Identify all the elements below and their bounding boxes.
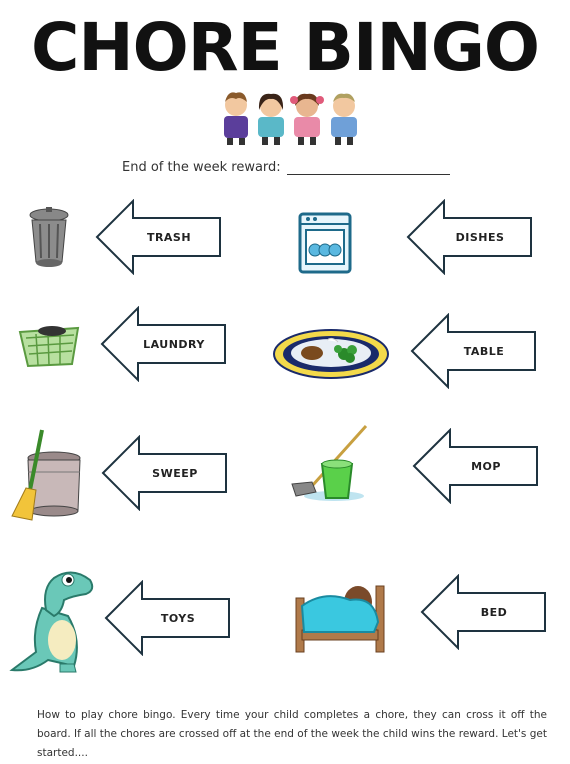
chore-arrow-dishes[interactable]: DISHES (406, 199, 534, 275)
chore-label-bed: BED (480, 605, 508, 619)
chore-label-laundry: LAUNDRY (143, 337, 205, 351)
toy-dinosaur-icon (2, 560, 98, 674)
chore-arrow-toys[interactable]: TOYS (104, 580, 232, 656)
chore-arrow-trash[interactable]: TRASH (95, 199, 223, 275)
chore-label-mop: MOP (471, 459, 501, 473)
reward-line: End of the week reward: (122, 160, 450, 175)
bed-icon (294, 576, 386, 654)
kids-illustration (218, 90, 364, 146)
chore-arrow-sweep[interactable]: SWEEP (101, 435, 229, 511)
trash-can-icon (26, 206, 72, 268)
mop-bucket-icon (290, 424, 370, 504)
instructions-text: How to play chore bingo. Every time your… (37, 709, 547, 759)
chore-arrow-mop[interactable]: MOP (412, 428, 540, 504)
chore-arrow-bed[interactable]: BED (420, 574, 548, 650)
dinner-plate-icon (272, 328, 390, 380)
chore-label-toys: TOYS (160, 611, 196, 625)
page-title: CHORE BINGO (30, 9, 540, 86)
reward-label: End of the week reward: (122, 160, 281, 175)
chore-label-sweep: SWEEP (152, 466, 198, 480)
chore-arrow-laundry[interactable]: LAUNDRY (100, 306, 228, 382)
broom-icon (8, 428, 84, 522)
chore-arrow-table[interactable]: TABLE (410, 313, 538, 389)
chore-label-table: TABLE (463, 344, 505, 358)
chore-label-dishes: DISHES (455, 230, 505, 244)
chore-label-trash: TRASH (146, 230, 192, 244)
dishwasher-icon (298, 212, 352, 274)
laundry-basket-icon (16, 320, 82, 368)
reward-blank-line (286, 162, 450, 175)
